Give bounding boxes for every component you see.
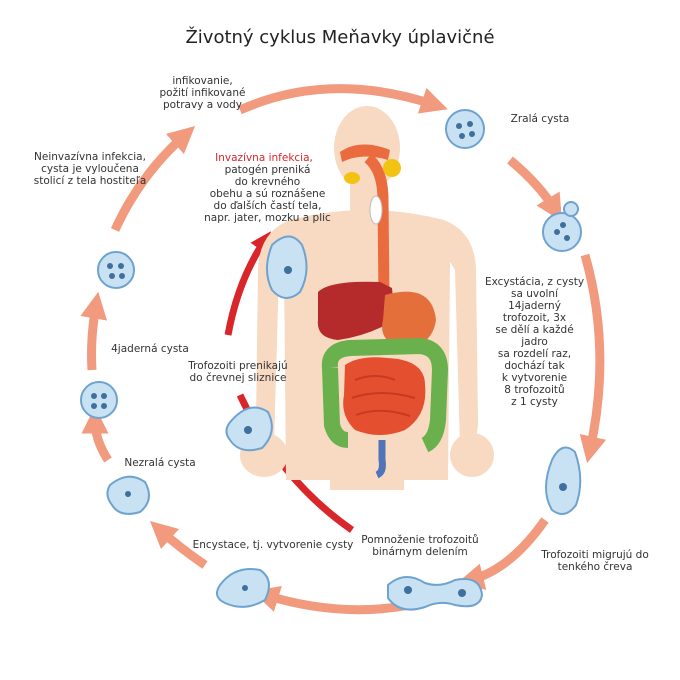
cell-immature-cyst <box>106 475 150 515</box>
cell-four-nuclear-cyst <box>80 381 118 419</box>
esophagus <box>364 153 390 301</box>
salivary-gland <box>383 159 401 177</box>
arrow-bottom-left <box>149 520 208 569</box>
label-noninvasive-infection: Neinvazívna infekcia, cysta je vyloučena… <box>33 151 147 187</box>
arrow-left-upper <box>110 126 196 232</box>
arrow-bottom-right <box>456 517 549 590</box>
arrow-top <box>238 84 448 115</box>
label-multiplication: Pomnoženie trofozoitů binárnym delením <box>361 534 479 558</box>
label-mature-cyst: Zralá cysta <box>510 113 570 125</box>
mouth <box>340 144 390 162</box>
large-intestine <box>321 337 449 453</box>
cycle-arrows <box>80 84 607 615</box>
digestive-organs <box>317 144 449 479</box>
stomach <box>382 291 436 348</box>
diagram-title: Životný cyklus Meňavky úplavičné <box>185 27 495 48</box>
arrow-right <box>579 253 607 464</box>
liver <box>317 281 395 340</box>
cell-penetrating-trophozoite <box>225 406 273 452</box>
cell-migrating-trophozoite <box>545 446 582 515</box>
arrow-top-right <box>507 156 562 222</box>
arrow-left-mid <box>80 291 108 371</box>
rectum <box>375 440 386 479</box>
label-trophozoites-penetrate: Trofozoiti prenikajú do črevnej sliznice <box>188 360 288 384</box>
cell-mature-cyst <box>445 109 485 149</box>
label-excystation: Excystácia, z cysty sa uvolní 14jaderný … <box>484 276 585 408</box>
label-migration: Trofozoiti migrujú do tenkého čreva <box>541 549 649 573</box>
label-four-nuclear-cyst: 4jaderná cysta <box>111 343 189 355</box>
cell-noninvasive-cyst <box>97 251 135 289</box>
cell-invasive-trophozoite <box>266 235 308 299</box>
cell-encystation <box>215 568 270 608</box>
cell-binary-fission <box>387 576 484 611</box>
label-invasive-body: patogén preniká do krevného obehu a sú r… <box>204 164 331 224</box>
cell-excysting <box>542 201 582 252</box>
label-encystation: Encystace, tj. vytvorenie cysty <box>192 539 354 551</box>
arrow-invasive <box>224 231 271 336</box>
label-infection: infikovanie, požití infikované potravy a… <box>159 75 246 111</box>
label-immature-cyst: Nezralá cysta <box>124 457 196 469</box>
arrow-left-lower <box>81 406 112 463</box>
arrow-bottom <box>252 586 411 615</box>
label-invasive-title: Invazívna infekcia, <box>215 152 313 164</box>
